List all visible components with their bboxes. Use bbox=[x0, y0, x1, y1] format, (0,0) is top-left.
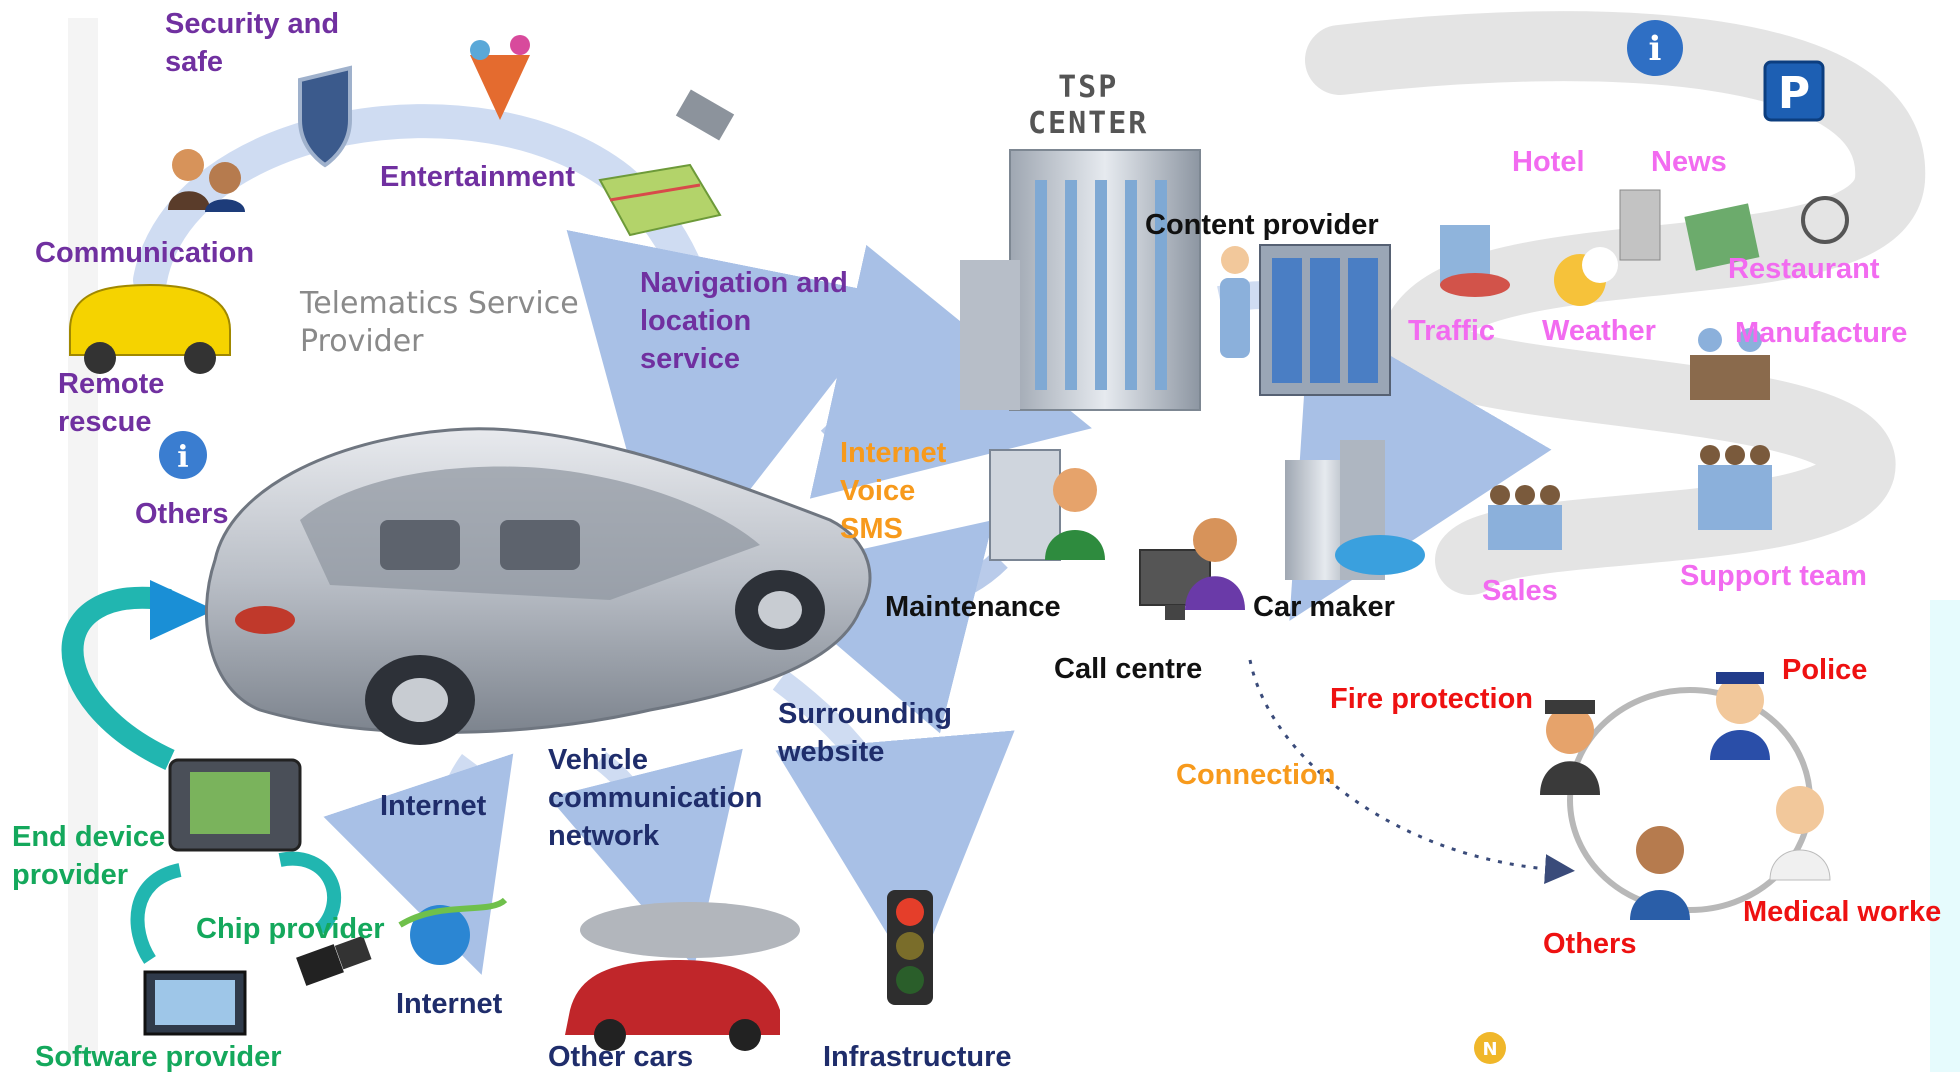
gps-device-icon bbox=[168, 758, 302, 852]
label-hotel: Hotel bbox=[1512, 146, 1585, 178]
label-tsp-center: TSP CENTER bbox=[1028, 70, 1149, 141]
manufacture-icon bbox=[1690, 328, 1770, 400]
chip-icon bbox=[296, 935, 372, 986]
car-to-tsp-arrow bbox=[809, 244, 1092, 499]
car-illustration bbox=[204, 427, 872, 745]
yellow-car-icon bbox=[69, 283, 231, 374]
left-striped-margin bbox=[68, 18, 98, 1058]
label-others-left: Others bbox=[135, 498, 229, 530]
restaurant-icon bbox=[1801, 196, 1849, 244]
svg-text:P: P bbox=[1778, 68, 1810, 119]
label-navigation: Navigation and location service bbox=[640, 267, 848, 375]
sales-icon bbox=[1488, 485, 1562, 550]
winding-road bbox=[1305, 11, 1926, 595]
label-traffic: Traffic bbox=[1408, 315, 1496, 347]
label-infrastructure: Infrastructure bbox=[823, 1041, 1012, 1073]
label-connection: Connection bbox=[1176, 759, 1336, 791]
label-medical-worker: Medical worke bbox=[1743, 896, 1942, 928]
label-entertainment: Entertainment bbox=[380, 161, 575, 193]
label-manufacture: Manufacture bbox=[1735, 317, 1908, 349]
label-others-right: Others bbox=[1543, 928, 1637, 960]
server-rack bbox=[1220, 244, 1391, 396]
call-centre-station bbox=[1139, 518, 1245, 620]
svg-text:N: N bbox=[1482, 1039, 1497, 1060]
label-maintenance: Maintenance bbox=[885, 591, 1061, 623]
traffic-light-icon bbox=[887, 890, 933, 1005]
shield-icon bbox=[298, 65, 352, 168]
arrow-vehicle-network bbox=[548, 748, 743, 968]
info-icon: i bbox=[1627, 20, 1683, 76]
label-news: News bbox=[1651, 146, 1727, 178]
label-internet-bottom: Internet bbox=[396, 988, 503, 1020]
hotel-icon bbox=[1619, 189, 1661, 261]
label-software-provider: Software provider bbox=[35, 1041, 282, 1073]
right-edge-strip bbox=[1930, 600, 1960, 1072]
doctor-icon bbox=[1769, 786, 1831, 881]
tsp-building bbox=[960, 149, 1201, 411]
label-communication: Communication bbox=[35, 237, 255, 269]
police-icon bbox=[1710, 672, 1770, 760]
arrow-internet bbox=[323, 753, 514, 975]
label-surrounding: Surrounding website bbox=[778, 698, 952, 768]
info-icon-left: i bbox=[159, 431, 207, 479]
news-icon bbox=[1684, 203, 1760, 271]
label-weather: Weather bbox=[1542, 315, 1656, 347]
label-car-maker: Car maker bbox=[1253, 591, 1395, 623]
label-security: Security and safe bbox=[165, 8, 340, 78]
label-police: Police bbox=[1782, 654, 1868, 686]
label-end-device: End device provider bbox=[12, 821, 166, 891]
weather-icon bbox=[1554, 247, 1618, 306]
teal-small-arrow-right bbox=[278, 851, 342, 935]
arrow-surrounding bbox=[772, 670, 1015, 980]
support-team-icon bbox=[1698, 445, 1772, 530]
label-other-cars: Other cars bbox=[548, 1041, 694, 1073]
label-vehicle-comm: Vehicle communication network bbox=[548, 744, 763, 852]
label-support-team: Support team bbox=[1680, 560, 1867, 592]
others-person-icon bbox=[1630, 826, 1690, 920]
satellite-icon bbox=[675, 89, 735, 141]
label-sales: Sales bbox=[1482, 575, 1558, 607]
traffic-icon bbox=[1440, 225, 1510, 297]
label-fire-protection: Fire protection bbox=[1330, 683, 1534, 715]
logo-icon: N bbox=[1474, 1032, 1506, 1064]
people-icon bbox=[168, 149, 245, 212]
car-maker-building bbox=[1285, 440, 1425, 580]
teal-small-arrow-left bbox=[130, 863, 182, 964]
entertainment-icon bbox=[470, 35, 530, 120]
label-chip-provider: Chip provider bbox=[196, 913, 385, 945]
label-remote-rescue: Remote rescue bbox=[58, 368, 165, 438]
globe-icon bbox=[398, 897, 508, 965]
label-telematics: Telematics Service Provider bbox=[300, 286, 579, 359]
map-icon bbox=[598, 163, 722, 237]
maintenance-station bbox=[989, 449, 1105, 561]
svg-text:i: i bbox=[1649, 29, 1662, 69]
label-internet-mid: Internet bbox=[380, 790, 487, 822]
red-car-icon bbox=[565, 902, 800, 1051]
firefighter-icon bbox=[1540, 700, 1600, 795]
teal-arrow bbox=[61, 587, 175, 770]
label-internet-voice-sms: Internet Voice SMS bbox=[840, 437, 947, 545]
label-call-centre: Call centre bbox=[1054, 653, 1203, 685]
parking-icon: P bbox=[1763, 60, 1825, 122]
software-device-icon bbox=[143, 970, 247, 1036]
svg-text:i: i bbox=[177, 440, 188, 475]
label-restaurant: Restaurant bbox=[1728, 253, 1880, 285]
tsp-to-car-arrow bbox=[753, 519, 1008, 734]
label-content-provider: Content provider bbox=[1145, 209, 1379, 241]
